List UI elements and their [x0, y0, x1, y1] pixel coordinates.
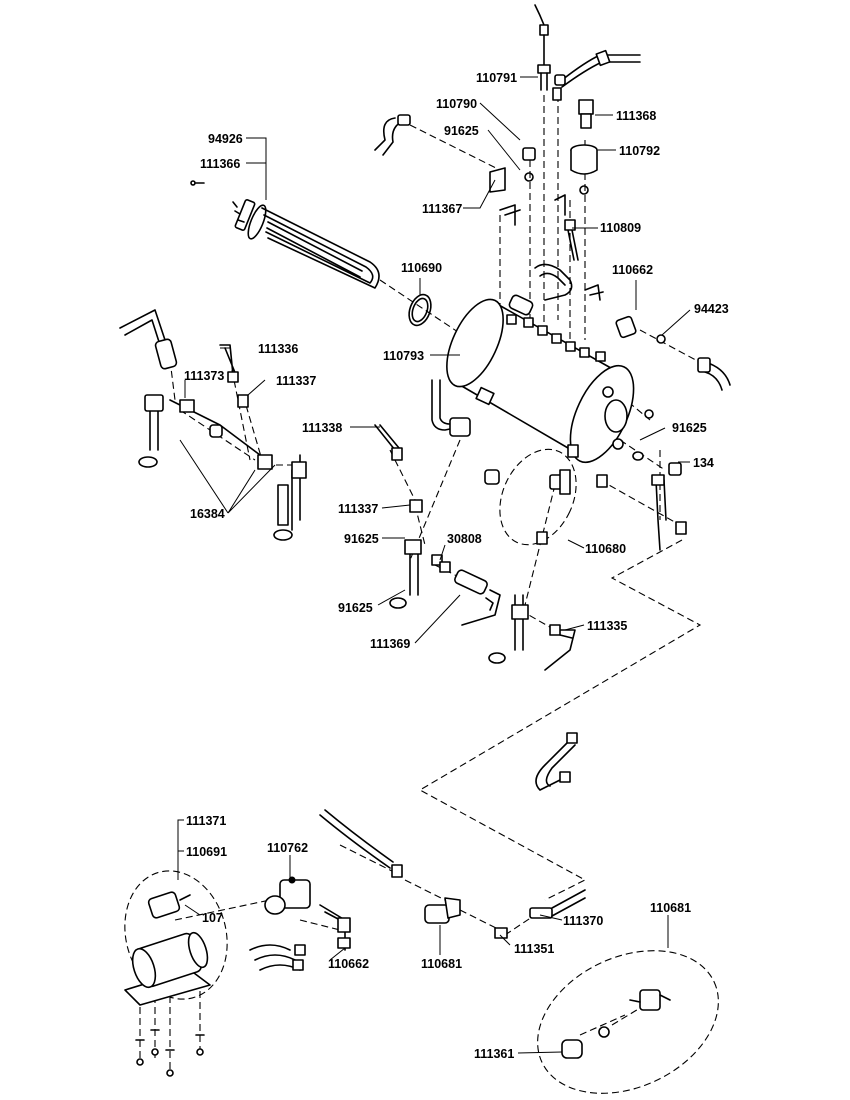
- label-111337: 111337: [338, 502, 378, 516]
- label-110792: 110792: [619, 144, 660, 158]
- leader-lines: [177, 76, 691, 1054]
- tank-top-tube: [534, 263, 573, 301]
- label-111338: 111338: [302, 421, 342, 435]
- label-110662: 110662: [612, 263, 653, 277]
- label-94423: 94423: [694, 302, 729, 316]
- label-111370: 111370: [563, 914, 603, 928]
- label-30808: 30808: [447, 532, 482, 546]
- label-111337: 111337: [276, 374, 316, 388]
- label-110680: 110680: [585, 542, 626, 556]
- label-110809: 110809: [600, 221, 641, 235]
- heating-element: [190, 180, 380, 289]
- label-110681: 110681: [650, 901, 691, 915]
- tank-drain-pipe: [431, 379, 471, 437]
- label-111373: 111373: [184, 369, 224, 383]
- label-107: 107: [202, 911, 223, 925]
- screws: [135, 1029, 205, 1077]
- label-111371: 111371: [186, 814, 226, 828]
- label-111367: 111367: [422, 202, 462, 216]
- label-111335: 111335: [587, 619, 627, 633]
- left-manifold: [119, 309, 307, 541]
- label-94926: 94926: [208, 132, 243, 146]
- label-134: 134: [693, 456, 714, 470]
- label-91625: 91625: [444, 124, 479, 138]
- label-111361: 111361: [474, 1047, 514, 1061]
- mid-lower-parts: [374, 424, 576, 671]
- label-110790: 110790: [436, 97, 477, 111]
- label-110690: 110690: [401, 261, 442, 275]
- label-16384: 16384: [190, 507, 225, 521]
- label-91625: 91625: [672, 421, 707, 435]
- label-111351: 111351: [514, 942, 554, 956]
- label-110681: 110681: [421, 957, 462, 971]
- label-91625: 91625: [344, 532, 379, 546]
- u-tube: [535, 732, 578, 791]
- label-110791: 110791: [476, 71, 517, 85]
- boiler-tank: [446, 294, 635, 464]
- label-91625: 91625: [338, 601, 373, 615]
- valve-group: [484, 469, 571, 545]
- part-labels: 110791 110790 111368 91625 110792 94926 …: [184, 71, 729, 1061]
- pump-head: [249, 876, 351, 971]
- label-111369: 111369: [370, 637, 410, 651]
- top-probe-parts: [374, 4, 641, 301]
- label-110691: 110691: [186, 845, 227, 859]
- label-110793: 110793: [383, 349, 424, 363]
- label-111366: 111366: [200, 157, 240, 171]
- label-110662: 110662: [328, 957, 369, 971]
- label-111336: 111336: [258, 342, 298, 356]
- label-111368: 111368: [616, 109, 656, 123]
- gasket: [408, 293, 432, 327]
- bottom-mid-parts: [319, 809, 586, 939]
- fitting-group-110681: [561, 989, 671, 1059]
- right-side-parts: [596, 315, 731, 551]
- group-circles: [124, 448, 719, 1094]
- pump-motor: [124, 891, 211, 1006]
- label-110762: 110762: [267, 841, 308, 855]
